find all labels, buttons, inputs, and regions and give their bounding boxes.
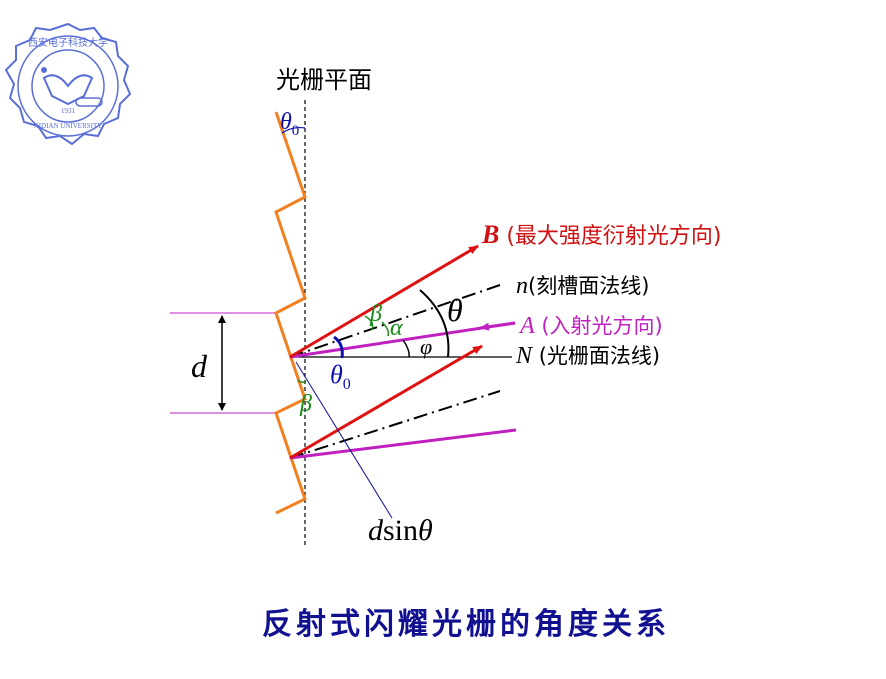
incident-ray-A-bottom (289, 428, 517, 460)
theta0-arc (333, 335, 344, 359)
phi-label: φ (420, 334, 433, 359)
N-symbol: N (516, 343, 533, 369)
beta-arc (364, 315, 374, 331)
figure-caption: 反射式闪耀光栅的角度关系 (262, 607, 670, 642)
label-n: n(刻槽面法线) (516, 274, 649, 298)
theta0-top-label: θ0 (280, 110, 299, 139)
svg-text:西安电子科技大学: 西安电子科技大学 (28, 36, 108, 49)
grating-profile (274, 111, 307, 515)
theta-symbol: θ (330, 360, 343, 389)
theta0-top-arc (281, 126, 306, 134)
svg-text:1931: 1931 (61, 107, 76, 115)
path-difference-label: dsinθ (368, 516, 433, 546)
A-description: (入射光方向) (534, 314, 663, 338)
incident-ray-A-top (289, 321, 516, 359)
d-symbol: d (368, 514, 383, 547)
B-symbol: B (482, 220, 500, 249)
n-symbol: n (516, 273, 528, 299)
label-B: B (最大强度衍射光方向) (482, 222, 722, 248)
theta-symbol: θ (418, 514, 433, 547)
alpha-arc (381, 321, 390, 337)
subscript-zero: 0 (342, 376, 351, 394)
theta-label: θ (447, 292, 463, 328)
groove-normal-n-bottom (289, 390, 501, 459)
subscript-zero: 0 (291, 122, 300, 139)
period-d-label: d (191, 348, 207, 384)
theta-arc (419, 289, 450, 358)
theta0-mid-label: θ0 (330, 362, 351, 393)
A-symbol: A (520, 313, 535, 339)
beta-label: β (370, 301, 382, 327)
B-description: (最大强度衍射光方向) (499, 224, 722, 249)
svg-text:XIDIAN UNIVERSITY: XIDIAN UNIVERSITY (34, 122, 103, 130)
university-logo-icon: 1931 西安电子科技大学 XIDIAN UNIVERSITY (4, 22, 132, 146)
N-description: (光栅面法线) (532, 344, 661, 368)
grating-plane-label: 光栅平面 (276, 66, 372, 94)
phi-arc (402, 339, 410, 358)
alpha-label: α (390, 315, 403, 341)
diffracted-ray-B-bottom (289, 344, 483, 460)
sin-text: sin (383, 514, 419, 547)
path-difference-line (295, 361, 393, 519)
label-N: N (光栅面法线) (516, 344, 660, 368)
label-A: A (入射光方向) (520, 314, 663, 338)
beta-lower-label: β (300, 391, 312, 417)
beta-lower-arc (297, 379, 307, 384)
theta-symbol: θ (280, 109, 292, 135)
diffracted-ray-B-top (289, 244, 479, 359)
n-description: (刻槽面法线) (528, 274, 650, 298)
groove-normal-n-top (289, 284, 501, 358)
